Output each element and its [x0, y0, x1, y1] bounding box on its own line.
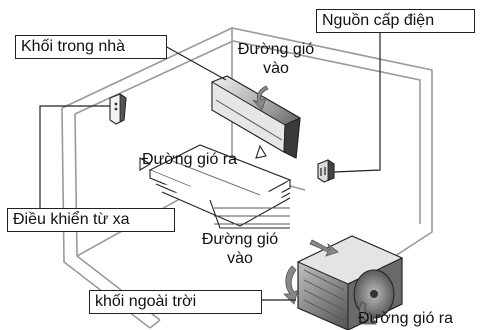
outdoor-intake-label-line1: Đường gió — [201, 231, 279, 248]
indoor-intake-arrow — [252, 85, 269, 111]
indoor-outlet-airflow — [139, 144, 292, 229]
remote-control-illustration — [109, 93, 127, 125]
outdoor-unit-callout: khối ngoài trời — [89, 290, 262, 314]
leader-lines — [39, 32, 381, 301]
indoor-unit-callout: Khối trong nhà — [15, 35, 167, 59]
indoor-intake-label-line2: vào — [263, 60, 289, 77]
power-supply-callout: Nguồn cấp điện — [316, 9, 475, 33]
outdoor-intake-label-line2: vào — [227, 250, 253, 267]
outdoor-intake-label: Đường gió vào — [200, 230, 280, 268]
indoor-intake-label: Đường gió vào — [236, 40, 316, 78]
outdoor-intake-arrow — [309, 239, 339, 257]
outdoor-outlet-label: Đường gió ra — [358, 310, 454, 327]
power-supply-illustration — [317, 159, 335, 183]
indoor-intake-label-line1: Đường gió — [237, 41, 315, 58]
indoor-outlet-label: Đường gió ra — [142, 151, 238, 168]
indoor-unit-illustration — [211, 75, 301, 159]
outdoor-side-intake-arrow — [283, 265, 299, 305]
outdoor-outlet-arrow — [358, 301, 377, 325]
remote-control-callout: Điều khiển từ xa — [7, 208, 175, 232]
